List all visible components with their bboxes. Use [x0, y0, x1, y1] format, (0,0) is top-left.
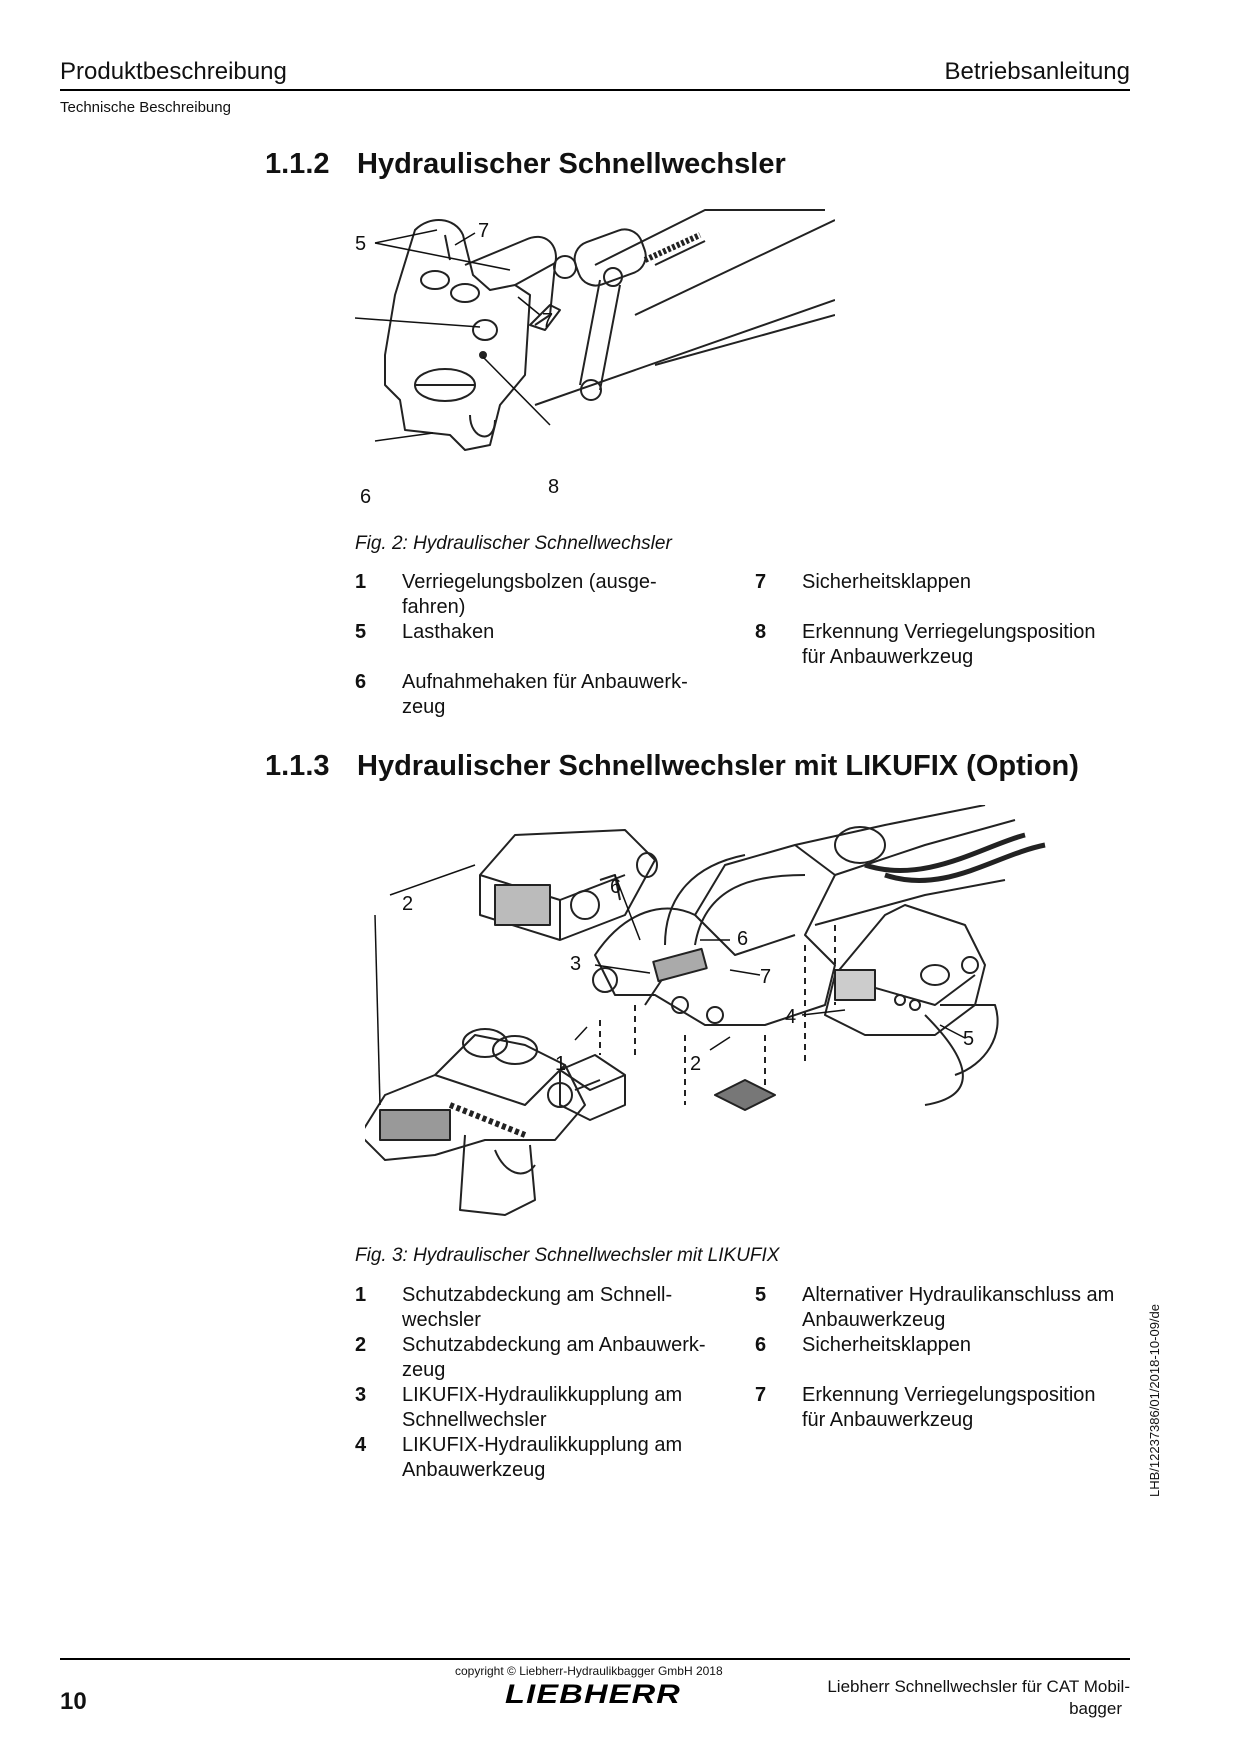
section-number: 1.1.3 [265, 750, 330, 782]
section-title: Hydraulischer Schnellwechsler mit LIKUFI… [357, 750, 1079, 782]
header-right-title: Betriebsanleitung [944, 58, 1130, 85]
callout-7: 7 [760, 966, 771, 988]
footer-doc-title-line1: Liebherr Schnellwechsler für CAT Mobil- [827, 1677, 1130, 1696]
section-heading-2: 1.1.3 Hydraulischer Schnellwechsler mit L… [265, 750, 1079, 783]
footer-rule [60, 1658, 1130, 1660]
legend-text: Schutzabdeckung am Anbauwerk-zeug [402, 1334, 706, 1381]
callout-5: 5 [963, 1028, 974, 1050]
document-code: LHB/12237386/01/2018-10-09/de [1147, 1304, 1162, 1497]
callout-7-right: 7 [542, 310, 553, 332]
legend-text: Erkennung Verriegelungsposition für Anba… [802, 1384, 1096, 1431]
legend-text: Sicherheitsklappen [802, 571, 971, 593]
figure-2-caption: Fig. 2: Hydraulischer Schnellwechsler [355, 533, 672, 554]
callout-1: 1 [555, 1053, 566, 1075]
legend-number: 3 [355, 1384, 367, 1406]
callout-2-top: 2 [402, 893, 413, 915]
section-title: Hydraulischer Schnellwechsler [357, 148, 786, 180]
callout-2-bottom: 2 [690, 1053, 701, 1075]
page-number: 10 [60, 1688, 87, 1715]
section-heading-1: 1.1.2 Hydraulischer Schnellwechsler [265, 148, 786, 181]
legend-number: 7 [755, 1384, 767, 1406]
figure-2-quick-coupler: 5 7 1 7 6 8 [355, 209, 835, 508]
legend-number: 7 [755, 571, 767, 593]
figure-3-likufix-coupler: 2 6 6 3 7 4 5 1 2 [365, 805, 1046, 1216]
header-rule [60, 89, 1130, 91]
footer-copyright: copyright © Liebherr-Hydraulikbagger Gmb… [455, 1664, 723, 1678]
figure-3-caption: Fig. 3: Hydraulischer Schnellwechsler mi… [355, 1245, 780, 1266]
legend-number: 4 [355, 1434, 367, 1456]
callout-4: 4 [785, 1006, 796, 1028]
callout-6-right: 6 [737, 928, 748, 950]
footer-doc-title-line2: bagger [1069, 1699, 1122, 1718]
legend-number: 2 [355, 1334, 367, 1356]
legend-text: Lasthaken [402, 621, 495, 643]
legend-text: Erkennung Verriegelungsposition für Anba… [802, 621, 1096, 668]
legend-text: LIKUFIX-Hydraulikkupplung am Schnellwech… [402, 1384, 683, 1431]
footer-doc-title: Liebherr Schnellwechsler für CAT Mobil- … [827, 1676, 1130, 1720]
legend-number: 1 [355, 1284, 367, 1306]
legend-text: Schutzabdeckung am Schnell-wechsler [402, 1284, 673, 1331]
legend-text: Aufnahmehaken für Anbauwerk-zeug [402, 671, 688, 718]
legend-number: 6 [755, 1334, 767, 1356]
callout-5: 5 [355, 233, 366, 255]
callout-7-top: 7 [478, 220, 489, 242]
legend-number: 6 [355, 671, 367, 693]
callout-8: 8 [548, 476, 559, 498]
legend-text: LIKUFIX-Hydraulikkupplung am Anbauwerkze… [402, 1434, 683, 1481]
callout-3: 3 [570, 953, 581, 975]
section-number: 1.1.2 [265, 148, 330, 180]
legend-text: Alternativer Hydraulikanschluss am Anbau… [802, 1284, 1115, 1331]
callout-6: 6 [360, 486, 371, 508]
legend-number: 8 [755, 621, 767, 643]
legend-text: Sicherheitsklappen [802, 1334, 971, 1356]
legend-text: Verriegelungsbolzen (ausge-fahren) [402, 571, 657, 618]
callout-6-left: 6 [610, 876, 621, 898]
header-subtitle: Technische Beschreibung [60, 99, 231, 116]
legend-number: 5 [755, 1284, 767, 1306]
legend-number: 5 [355, 621, 367, 643]
legend-number: 1 [355, 571, 367, 593]
liebherr-logo: LIEBHERR [505, 1679, 685, 1712]
header-left-title: Produktbeschreibung [60, 58, 287, 85]
logo-text: LIEBHERR [505, 1681, 681, 1707]
